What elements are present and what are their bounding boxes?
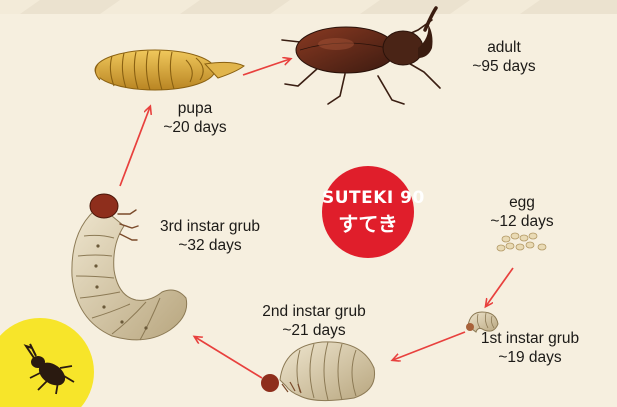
stage-duration: ~20 days — [150, 118, 240, 137]
stage-name: egg — [477, 193, 567, 212]
watermark-title: SUTEKI 90 — [322, 188, 414, 208]
stage-label-2nd-instar: 2nd instar grub ~21 days — [244, 302, 384, 340]
stage-name: pupa — [150, 99, 240, 118]
stage-label-pupa: pupa ~20 days — [150, 99, 240, 137]
adult-beetle-illustration — [282, 8, 440, 104]
arrow-egg-to-1st-instar — [486, 268, 513, 306]
stage-label-3rd-instar: 3rd instar grub ~32 days — [140, 217, 280, 255]
second-instar-grub-illustration — [261, 342, 375, 401]
stage-name: 2nd instar grub — [244, 302, 384, 321]
stage-duration: ~19 days — [460, 348, 600, 367]
arrow-pupa-to-adult — [243, 59, 290, 75]
stage-name: 3rd instar grub — [140, 217, 280, 236]
arrow-2nd-to-3rd-instar — [195, 337, 262, 378]
corner-badge — [0, 318, 94, 407]
stage-name: adult — [459, 38, 549, 57]
stage-duration: ~95 days — [459, 57, 549, 76]
stage-label-adult: adult ~95 days — [459, 38, 549, 76]
stage-duration: ~32 days — [140, 236, 280, 255]
arrow-1st-to-2nd-instar — [393, 332, 465, 360]
stage-name: 1st instar grub — [460, 329, 600, 348]
third-instar-grub-illustration — [72, 194, 187, 340]
stage-duration: ~12 days — [477, 212, 567, 231]
stage-label-1st-instar: 1st instar grub ~19 days — [460, 329, 600, 367]
stage-duration: ~21 days — [244, 321, 384, 340]
stage-label-egg: egg ~12 days — [477, 193, 567, 231]
egg-cluster-illustration — [497, 233, 546, 251]
arrow-3rd-instar-to-pupa — [120, 107, 150, 186]
watermark-subtitle: すてき — [322, 208, 414, 237]
pupa-illustration — [95, 50, 244, 90]
